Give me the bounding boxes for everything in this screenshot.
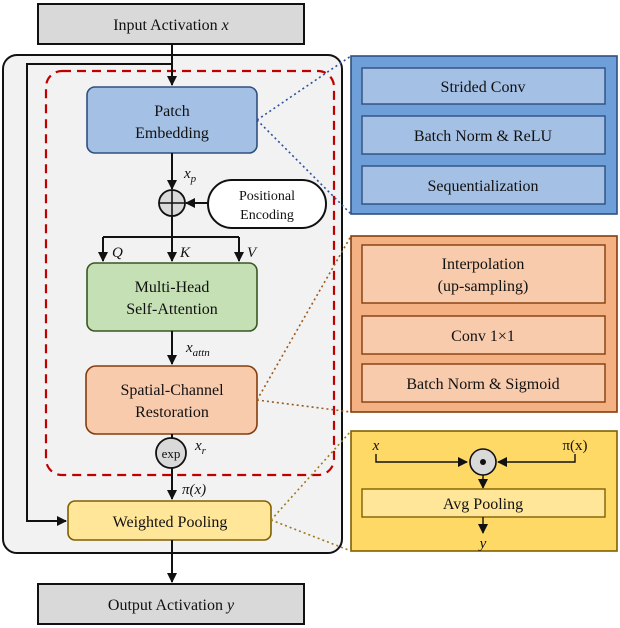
patch-embedding-line1: Patch xyxy=(154,103,190,120)
sequentialization-label: Sequentialization xyxy=(427,178,538,195)
v-label: V xyxy=(247,245,258,261)
pool-connector-bottom xyxy=(270,519,352,552)
detail-pi-arrow xyxy=(497,454,576,467)
multiply-dot xyxy=(480,459,486,465)
skip-connection-arrow xyxy=(26,63,172,526)
avg-pooling-label: Avg Pooling xyxy=(443,496,523,513)
positional-encoding-line2: Encoding xyxy=(240,208,294,223)
patch-embedding-box xyxy=(86,86,258,154)
q-label: Q xyxy=(112,245,123,261)
restore-connector-top xyxy=(256,235,352,401)
mhsa-line2: Self-Attention xyxy=(126,301,218,318)
conv1x1-box xyxy=(361,315,606,355)
strided-conv-label: Strided Conv xyxy=(441,79,526,96)
embed-connector-top xyxy=(256,55,352,121)
output-activation-label: Output Activation y xyxy=(108,597,235,614)
interpolation-line1: Interpolation xyxy=(442,256,525,273)
sequentialization-box xyxy=(361,165,606,205)
detail-pi-label: π(x) xyxy=(562,438,587,454)
detail-x-arrow xyxy=(375,454,468,467)
detail-x-label: x xyxy=(372,438,380,454)
attention-region xyxy=(44,69,336,477)
weighted-pooling-label: Weighted Pooling xyxy=(113,514,228,531)
avg-pooling-box xyxy=(361,488,606,518)
batchnorm-sigmoid-label: Batch Norm & Sigmoid xyxy=(406,376,559,393)
k-label: K xyxy=(179,245,191,261)
conv1x1-label: Conv 1×1 xyxy=(451,328,515,345)
strided-conv-box xyxy=(361,67,606,105)
positional-encoding-line1: Positional xyxy=(239,189,295,204)
mhsa-box xyxy=(86,262,258,332)
batchnorm-sigmoid-box xyxy=(361,363,606,403)
exp-label: exp xyxy=(162,446,181,461)
interpolation-box xyxy=(361,244,606,304)
detail-y-label: y xyxy=(478,536,487,552)
mhsa-line1: Multi-Head xyxy=(135,279,210,296)
input-activation-box xyxy=(37,3,305,45)
xr-label: xr xyxy=(194,438,207,457)
input-activation-label: Input Activation x xyxy=(113,17,229,34)
restoration-box xyxy=(85,365,258,435)
output-activation-box xyxy=(37,583,305,625)
pi-label: π(x) xyxy=(182,482,206,498)
restoration-line2: Restoration xyxy=(135,404,209,421)
xp-label: xp xyxy=(183,166,197,185)
patch-embedding-line2: Embedding xyxy=(135,125,209,142)
embed-connector-bottom xyxy=(256,119,352,215)
batchnorm-relu-box xyxy=(361,115,606,155)
batchnorm-relu-label: Batch Norm & ReLU xyxy=(414,128,553,145)
xattn-label: xattn xyxy=(185,340,210,359)
interpolation-line2: (up-sampling) xyxy=(438,278,529,295)
restore-connector-bottom xyxy=(256,399,352,413)
restoration-line1: Spatial-Channel xyxy=(120,382,224,399)
